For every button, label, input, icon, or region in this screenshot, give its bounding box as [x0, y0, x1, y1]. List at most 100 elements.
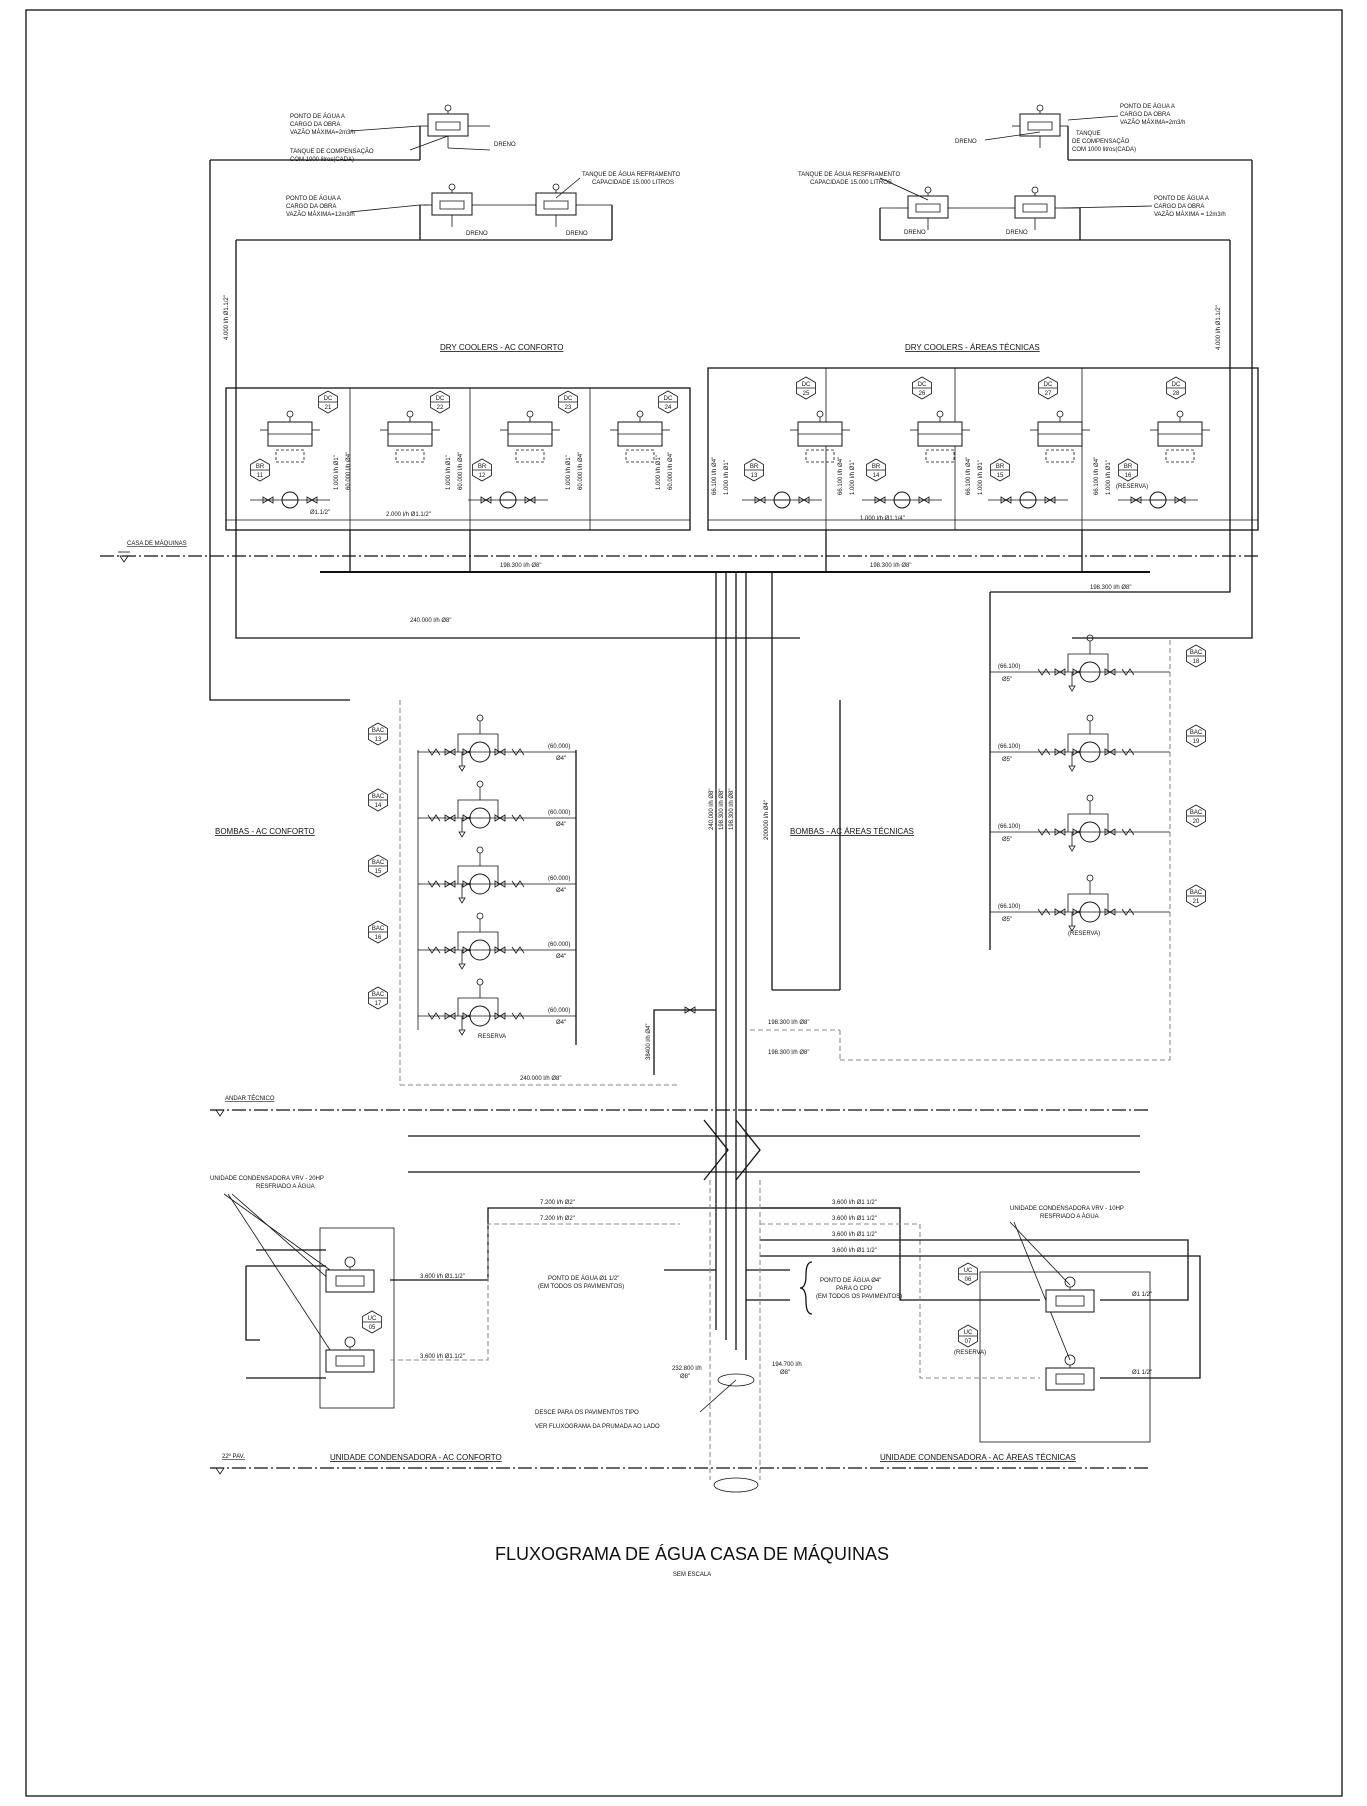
- flow-v-riser-2: 198.300 l/h Ø8": [719, 789, 725, 831]
- outer-risers: 4.000 l/h Ø1.1/2" 4.000 l/h Ø1.1/2": [209, 160, 1253, 701]
- bac-dia-18: Ø5": [1002, 677, 1012, 683]
- tank-note-left-1: PONTO DE ÁGUA A: [290, 113, 345, 120]
- riser-left-label: 4.000 l/h Ø1.1/2": [224, 295, 230, 340]
- uc-ponto-right-1: PONTO DE ÁGUA Ø4": [820, 1277, 881, 1284]
- bac-tag-16-tag: BAC: [372, 926, 385, 932]
- level-casa-maquinas: CASA DE MÁQUINAS: [127, 540, 187, 547]
- br-tag-11: BR 11: [250, 458, 270, 482]
- desce-note-2: VER FLUXOGRAMA DA PRUMADA AO LADO: [535, 1424, 660, 1430]
- flow-v-232-1: 232.800 l/h: [672, 1366, 702, 1372]
- dc-flow-tec-6: 66.100 l/h Ø4": [1094, 457, 1100, 495]
- flow-uc-3600-a: 3.600 l/h Ø1.1/2": [420, 1274, 465, 1280]
- uc-tag-05-num: 05: [369, 1325, 376, 1331]
- dc-flow-tec-1: 1.000 l/h Ø1": [724, 460, 730, 495]
- bac-dia-16: Ø4": [556, 954, 566, 960]
- dreno-label-2: DRENO: [466, 231, 488, 237]
- uc-ponto-left-1: PONTO DE ÁGUA Ø1 1/2": [548, 1275, 619, 1282]
- sheet-border: [25, 9, 1343, 1797]
- flow-v-194-2: Ø8": [780, 1370, 790, 1376]
- bac-tag-15-tag: BAC: [372, 860, 385, 866]
- flow-uc-7200-b: 7.200 l/h Ø2": [540, 1216, 575, 1222]
- central-risers: 240.000 l/h Ø8" 198.300 l/h Ø8" 198.300 …: [709, 572, 841, 1360]
- bac-dia-21: Ø5": [1002, 917, 1012, 923]
- tank2-note-left-3: VAZÃO MÁXIMA=12m3/h: [286, 211, 355, 218]
- dc-flow-tec-7: 1.000 l/h Ø1": [1106, 460, 1112, 495]
- bac-conforto-piping: 240.000 l/h Ø8" RESERVA: [399, 700, 680, 1086]
- tank-refr-right-1: TANQUE DE ÁGUA RESFRIAMENTO: [798, 171, 900, 178]
- dc-flow-conf-4: 1.000 l/h Ø1": [566, 455, 572, 490]
- dc-tag-25-num: 25: [803, 391, 810, 397]
- bac-dia-19: Ø5": [1002, 757, 1012, 763]
- bac-dia-13: Ø4": [556, 756, 566, 762]
- andar-tecnico: ANDAR TÉCNICO: [210, 1095, 1150, 1181]
- dc-tag-27-num: 27: [1045, 391, 1052, 397]
- br-tag-12-num: 12: [479, 473, 486, 479]
- dry-cooler-units: DC21DC22DC23DC24DC25DC26DC27DC28BR11BR12…: [250, 376, 1211, 509]
- tank-comp-right-3: COM 1000 litros(CADA): [1072, 147, 1136, 153]
- dc-flow-conf-5: 60.000 l/h Ø4": [578, 452, 584, 490]
- flow-dc-1000-14: 1.000 l/h Ø1.1/4": [860, 516, 905, 522]
- tank2-note-left-1: PONTO DE ÁGUA A: [286, 195, 341, 202]
- flow-uc-112-b: Ø1 1/2": [1132, 1370, 1152, 1376]
- br-tag-13-tag: BR: [750, 464, 759, 470]
- br-tag-14-num: 14: [873, 473, 880, 479]
- dry-cooler-piping: [225, 367, 1259, 531]
- bac-flow-15: (60.000): [548, 876, 570, 882]
- flow-h198-c: 198.300 l/h Ø8": [1090, 585, 1132, 591]
- dc-flow-conf-2: 1.000 l/h Ø1": [446, 455, 452, 490]
- flow-h240-b: 240.000 l/h Ø8": [520, 1076, 562, 1082]
- bac-tag-13-tag: BAC: [372, 728, 385, 734]
- desce-note-1: DESCE PARA OS PAVIMENTOS TIPO: [535, 1410, 639, 1416]
- uc-right-title-1: UNIDADE CONDENSADORA VRV - 10HP: [1010, 1206, 1124, 1212]
- top-tanks: PONTO DE ÁGUA A CARGO DA OBRA VAZÃO MÁXI…: [210, 103, 1252, 241]
- flow-v-riser-3: 198.300 l/h Ø8": [729, 789, 735, 831]
- section-bombas-tecnicas: BOMBAS - AC ÁREAS TÉCNICAS: [790, 827, 914, 836]
- level-andar-tecnico: ANDAR TÉCNICO: [225, 1095, 275, 1102]
- uc-ponto-right-2: PARA O CPD: [836, 1286, 873, 1292]
- bac-tecnicas-pumps: BAC18(66.100)Ø5"BAC19(66.100)Ø5"BAC20(66…: [990, 635, 1206, 931]
- uc-tag-07-tag: UC: [964, 1330, 973, 1336]
- section-uc-conforto: UNIDADE CONDENSADORA - AC CONFORTO: [330, 1453, 502, 1462]
- flow-h240-a: 240.000 l/h Ø8": [410, 618, 452, 624]
- bac-dia-17: Ø4": [556, 1020, 566, 1026]
- dc-tag-21-num: 21: [325, 405, 332, 411]
- uc-ponto-right-3: (EM TODOS OS PAVIMENTOS): [816, 1294, 902, 1300]
- br-tag-11-tag: BR: [256, 464, 265, 470]
- flow-uc-r-2: 3.600 l/h Ø1 1/2": [832, 1216, 877, 1222]
- bac-conforto-pumps: BAC13(60.000)Ø4"BAC14(60.000)Ø4"BAC15(60…: [368, 715, 576, 1035]
- br-tag-11-num: 11: [257, 473, 264, 479]
- uc-reserva-label: (RESERVA): [954, 1350, 986, 1356]
- main-headers: CASA DE MÁQUINAS 198.300 l/h Ø8" 198.300…: [100, 510, 1260, 624]
- bac-tag-18-tag: BAC: [1190, 650, 1203, 656]
- level-22pav-label: 22º PAV.: [222, 1453, 245, 1460]
- flow-v-riser-1: 240.000 l/h Ø8": [709, 789, 715, 831]
- dc-flow-conf-1: 60.000 l/h Ø4": [346, 452, 352, 490]
- flow-dc-112: Ø1.1/2": [310, 510, 330, 516]
- dc-tag-23-tag: DC: [564, 396, 573, 402]
- flow-uc-r-1: 3.600 l/h Ø1 1/2": [832, 1200, 877, 1206]
- dc-flow-tec-0: 66.100 l/h Ø4": [712, 457, 718, 495]
- bac-dia-14: Ø4": [556, 822, 566, 828]
- dc-tag-28-num: 28: [1173, 391, 1180, 397]
